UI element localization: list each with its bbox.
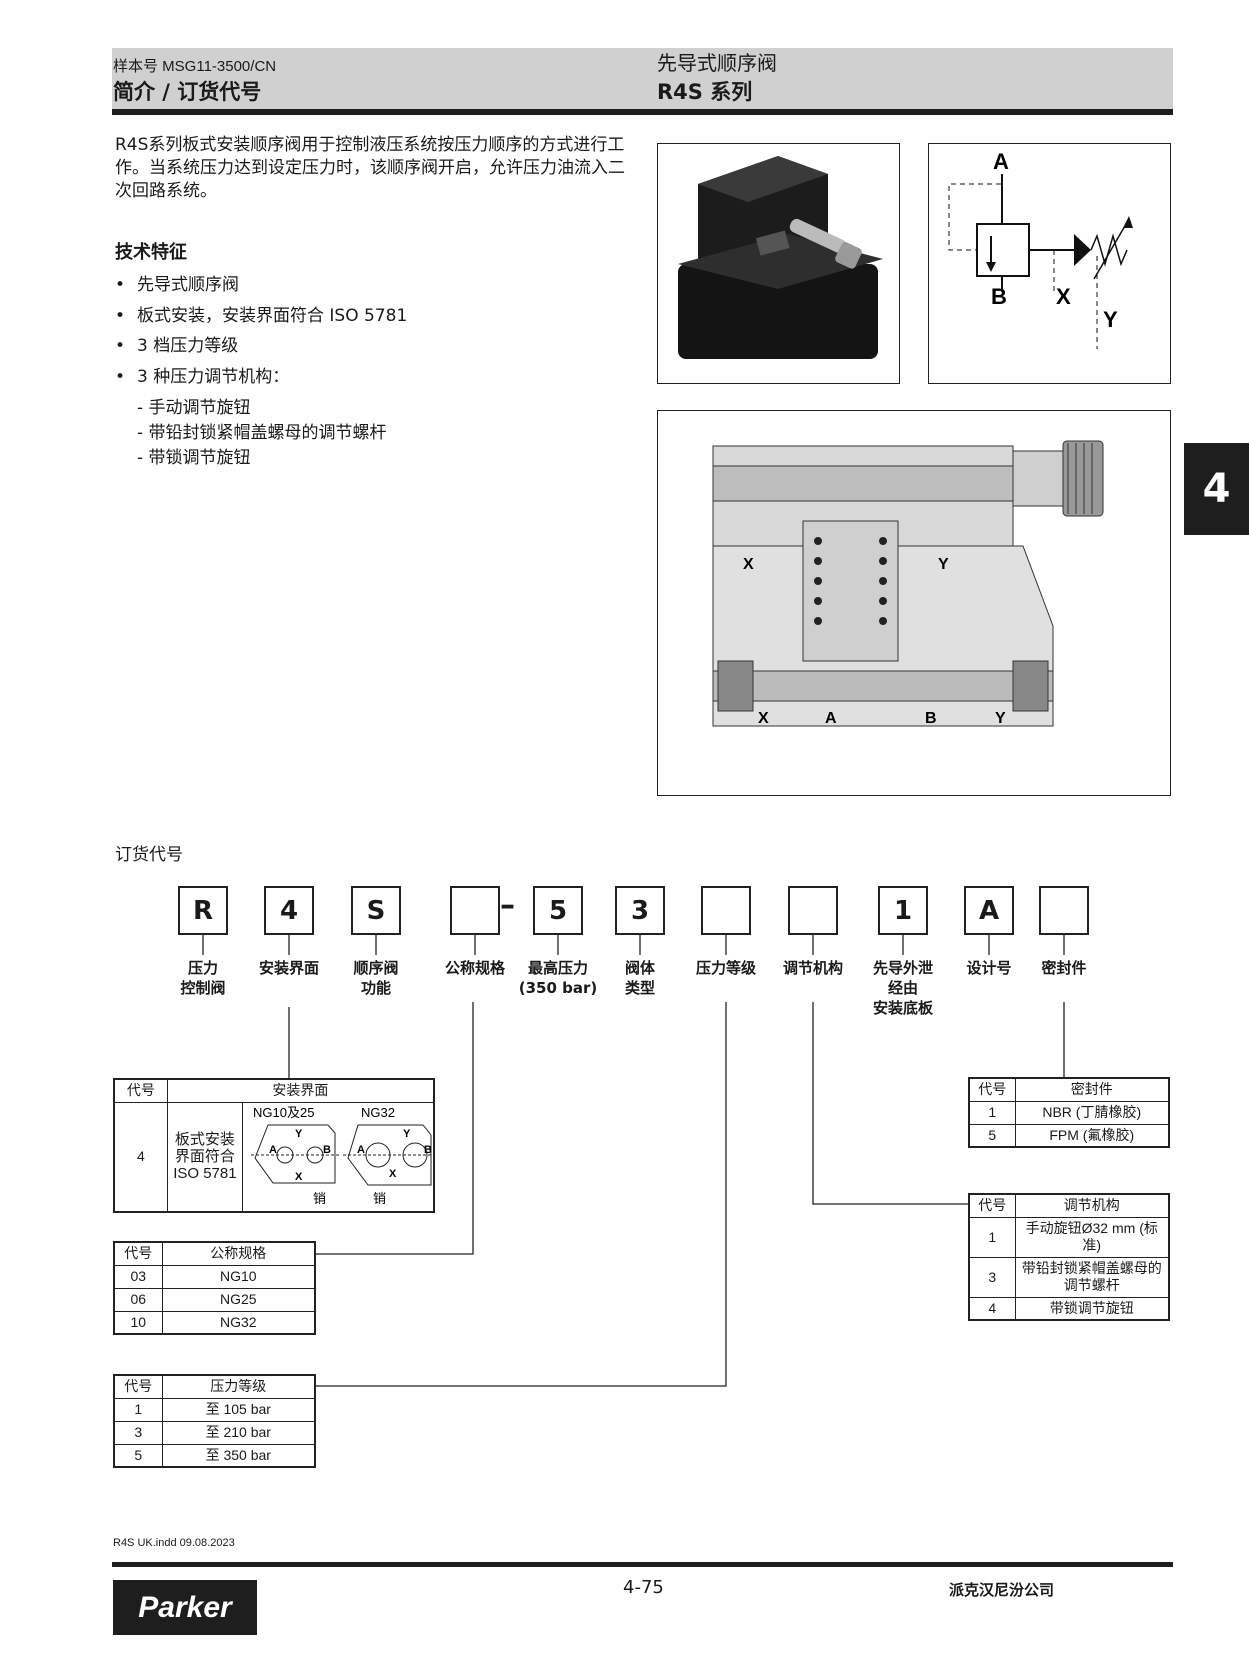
svg-text:B: B xyxy=(424,1144,432,1156)
intro-paragraph: R4S系列板式安装顺序阀用于控制液压系统按压力顺序的方式进行工作。当系统压力达到… xyxy=(115,135,625,201)
product-photo xyxy=(657,143,900,384)
mounting-pattern-drawing: NG10及25 NG32 A B X Y A B X Y 销 销 xyxy=(251,1105,433,1206)
code-label: 设计号 xyxy=(966,959,1012,977)
code-label: 最高压力(350 bar) xyxy=(518,959,598,997)
svg-text:A: A xyxy=(825,710,837,727)
feature-item: •3 种压力调节机构： xyxy=(115,367,290,387)
parker-logo: Parker xyxy=(113,1580,257,1635)
valve-photo-illustration xyxy=(678,156,883,359)
svg-text:A: A xyxy=(269,1144,277,1156)
code-label: 压力等级 xyxy=(695,959,756,977)
feature-subitem: - 带锁调节旋钮 xyxy=(137,448,251,468)
product-type: 先导式顺序阀 xyxy=(657,51,777,75)
code-label: 先导外泄经由安装底板 xyxy=(872,959,933,1017)
code-label: 顺序阀功能 xyxy=(353,959,399,997)
svg-text:B: B xyxy=(991,284,1007,309)
features-heading: 技术特征 xyxy=(115,242,187,263)
feature-subitem: - 手动调节旋钮 xyxy=(137,398,251,418)
company-name: 派克汉尼汾公司 xyxy=(949,1581,1055,1599)
code-box-adjustment xyxy=(788,886,838,935)
svg-text:X: X xyxy=(295,1171,303,1183)
code-box-body-type: 3 xyxy=(615,886,665,935)
svg-text:Y: Y xyxy=(295,1128,303,1140)
code-label: 公称规格 xyxy=(444,959,505,977)
code-label: 调节机构 xyxy=(782,959,843,977)
svg-text:B: B xyxy=(925,710,937,727)
code-label: 安装界面 xyxy=(258,959,319,977)
code-label: 密封件 xyxy=(1041,959,1087,977)
code-box-function: S xyxy=(351,886,401,935)
svg-text:X: X xyxy=(743,556,754,573)
svg-text:Y: Y xyxy=(403,1128,411,1140)
code-box-pressure-range xyxy=(701,886,751,935)
svg-text:NG32: NG32 xyxy=(361,1105,395,1120)
svg-text:Y: Y xyxy=(995,710,1006,727)
chapter-tab: 4 xyxy=(1184,443,1249,535)
code-label: 阀体类型 xyxy=(624,959,655,997)
svg-text:A: A xyxy=(357,1144,365,1156)
page-number: 4-75 xyxy=(623,1577,664,1598)
svg-text:X: X xyxy=(758,710,769,727)
svg-text:Y: Y xyxy=(1103,307,1118,332)
code-box-seal xyxy=(1039,886,1089,935)
svg-text:Y: Y xyxy=(938,556,949,573)
code-box-pressure-control: R xyxy=(178,886,228,935)
code-box-mounting: 4 xyxy=(264,886,314,935)
footer-divider xyxy=(112,1562,1173,1567)
feature-item: •先导式顺序阀 xyxy=(115,275,239,295)
header-band xyxy=(112,48,1173,111)
code-box-size xyxy=(450,886,500,935)
svg-text:销: 销 xyxy=(373,1191,386,1206)
code-box-design: A xyxy=(964,886,1014,935)
svg-text:销: 销 xyxy=(313,1191,326,1206)
hydraulic-symbol: A B X Y xyxy=(928,143,1171,384)
section-title: 简介 / 订货代号 xyxy=(113,80,262,104)
ordering-title: 订货代号 xyxy=(115,845,183,865)
svg-text:X: X xyxy=(1056,284,1071,309)
catalog-number: 样本号 MSG11-3500/CN xyxy=(113,58,277,75)
svg-text:X: X xyxy=(389,1168,397,1180)
series-title: R4S 系列 xyxy=(657,80,753,104)
feature-subitem: - 带铅封锁紧帽盖螺母的调节螺杆 xyxy=(137,423,387,443)
feature-item: •板式安装，安装界面符合 ISO 5781 xyxy=(115,306,408,326)
code-label: 压力控制阀 xyxy=(180,959,226,997)
header-divider xyxy=(112,109,1173,115)
svg-text:NG10及25: NG10及25 xyxy=(253,1105,314,1120)
file-info: R4S UK.indd 09.08.2023 xyxy=(113,1537,235,1549)
port-label: A xyxy=(993,149,1009,174)
feature-item: •3 档压力等级 xyxy=(115,336,239,356)
sectional-view: X Y X A B Y xyxy=(657,410,1171,796)
svg-text:B: B xyxy=(323,1144,331,1156)
code-box-max-pressure: 5 xyxy=(533,886,583,935)
code-dash: – xyxy=(500,888,515,923)
code-box-pilot-drain: 1 xyxy=(878,886,928,935)
